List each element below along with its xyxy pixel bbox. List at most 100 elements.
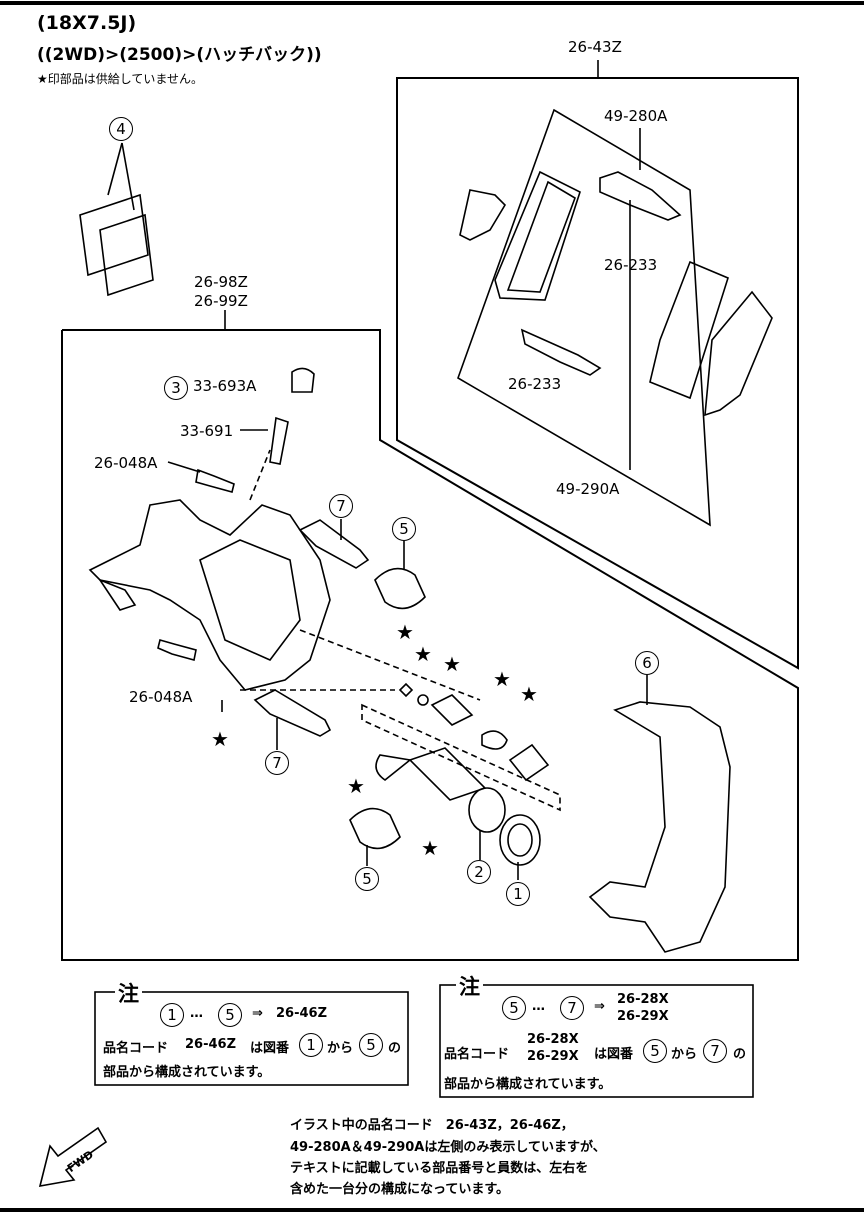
note1-arrow: ⇒: [252, 1006, 263, 1021]
footer-line4: 含めた一台分の構成になっています。: [290, 1182, 510, 1197]
star-marker: ★: [443, 652, 461, 676]
note1-line2-kara: から: [327, 1041, 354, 1056]
guide-pin-upper-shape: [298, 519, 370, 569]
piston-region: [361, 703, 561, 812]
guide-pin-lower-shape: [253, 689, 332, 737]
note1-box: [94, 991, 409, 1086]
note2-line2-no: の: [733, 1047, 747, 1062]
adjuster-nut: [508, 743, 550, 782]
note2-line2-to: 7: [703, 1039, 727, 1063]
note2-line3: 部品から構成されています。: [444, 1077, 612, 1092]
dust-seal-inner: [507, 823, 533, 857]
note1-line2-no: の: [388, 1041, 402, 1056]
bolt-upper-shape: [195, 468, 235, 493]
note2-title: 注: [456, 971, 483, 1001]
bleeder-screw-shape: [269, 416, 289, 465]
item-number-3: 3: [164, 376, 188, 400]
note1-line2-to: 5: [359, 1033, 383, 1057]
note2-code-b: 26-29X: [617, 1009, 669, 1024]
callout-cap: 33-693A: [193, 377, 257, 395]
note2-range-end: 7: [560, 996, 584, 1020]
star-marker: ★: [396, 620, 414, 644]
adjuster-oring: [417, 694, 429, 706]
pad-inner-face: [506, 180, 576, 293]
note2-line2-prefix: 品名コード: [444, 1047, 510, 1062]
caliper-box: [61, 329, 799, 961]
shim-inner-piece: [459, 189, 507, 241]
note2-box: [439, 984, 754, 1098]
boot-upper-shape: [374, 567, 426, 610]
note2-range-sep: …: [532, 999, 545, 1014]
footer-line1: イラスト中の品名コード 26-43Z，26-46Z，: [290, 1118, 574, 1133]
note1-line2-code: 26-46Z: [185, 1037, 237, 1052]
star-marker: ★: [347, 774, 365, 798]
pad-kit-box: [396, 77, 799, 670]
shim-kit-front: [99, 213, 154, 297]
dust-seal-shape: [499, 814, 541, 866]
boot-lower-shape: [349, 807, 401, 850]
shim-plane: [457, 108, 711, 527]
item-number-7-upper: 7: [329, 494, 353, 518]
star-marker: ★: [414, 642, 432, 666]
star-marker: ★: [520, 682, 538, 706]
star-marker: ★: [421, 836, 439, 860]
adjuster-pin: [398, 682, 414, 698]
header-line1: (18X7.5J): [37, 12, 137, 34]
caliper-body: [88, 499, 331, 691]
callout-pad-set: 26-43Z: [568, 38, 622, 56]
note2-code-a: 26-28X: [617, 992, 669, 1007]
shim-kit-leader-b: [121, 142, 135, 211]
footer-line3: テキストに記載している部品番号と員数は、左右を: [290, 1161, 589, 1176]
footer-line2: 49-280A＆49-290Aは左側のみ表示していますが、: [290, 1140, 606, 1155]
note2-line2-kara: から: [671, 1047, 698, 1062]
note2-line2-code-b: 26-29X: [527, 1049, 579, 1064]
note1-line3: 部品から構成されています。: [103, 1065, 271, 1080]
shim-kit-leader-a: [107, 142, 123, 196]
item-number-7-lower: 7: [265, 751, 289, 775]
header-note: ★印部品は供給していません。: [37, 72, 204, 86]
item-number-5-upper: 5: [392, 517, 416, 541]
bolt-lower-shape: [157, 639, 197, 661]
assembly-line-2: [299, 629, 481, 701]
pad-inner: [494, 170, 581, 301]
fwd-arrow-shape: [38, 1126, 108, 1188]
bleeder-cap-shape: [291, 367, 315, 393]
note1-code: 26-46Z: [276, 1006, 328, 1021]
callout-caliper-a: 26-98Z: [194, 273, 248, 291]
header-line2: ((2WD)>(2500)>(ハッチバック)): [37, 45, 322, 65]
callout-bolt-lower: 26-048A: [129, 688, 193, 706]
note2-line2-code-a: 26-28X: [527, 1032, 579, 1047]
clip-upper: [599, 171, 682, 221]
callout-shim-upper: 49-280A: [604, 107, 668, 125]
item-number-4: 4: [109, 117, 133, 141]
shim-kit-back: [79, 193, 149, 277]
callout-shim-lower: 49-290A: [556, 480, 620, 498]
note1-range-sep: …: [190, 1006, 203, 1021]
bolt-upper-leader: [167, 461, 201, 473]
piston-seal-shape: [468, 787, 506, 833]
callout-bleeder: 33-691: [180, 422, 234, 440]
note1-title: 注: [115, 978, 142, 1008]
bleeder-guide: [249, 449, 271, 501]
star-marker: ★: [493, 667, 511, 691]
note1-range-end: 5: [218, 1003, 242, 1027]
item-number-1: 1: [506, 882, 530, 906]
mounting-bracket-shape: [588, 701, 731, 953]
callout-bolt-upper: 26-048A: [94, 454, 158, 472]
callout-clip-upper: 26-233: [604, 256, 658, 274]
callout-clip-lower: 26-233: [508, 375, 562, 393]
item-number-6: 6: [635, 651, 659, 675]
item-number-5-lower: 5: [355, 867, 379, 891]
adjuster-screw: [430, 694, 474, 726]
adjuster-spring: [481, 730, 508, 750]
note1-range-start: 1: [160, 1003, 184, 1027]
note2-line2-mid: は図番: [594, 1047, 634, 1062]
star-marker: ★: [211, 727, 229, 751]
item-number-2: 2: [467, 860, 491, 884]
clip-lower: [520, 328, 602, 376]
caliper-bracket-tab: [97, 578, 137, 611]
callout-caliper-b: 26-99Z: [194, 292, 248, 310]
note1-line2-mid: は図番: [250, 1041, 290, 1056]
shim-outer-piece: [704, 290, 773, 417]
